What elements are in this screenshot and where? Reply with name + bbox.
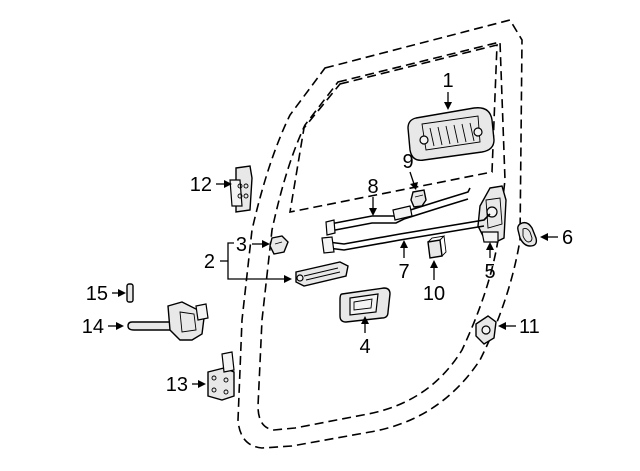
door-lock-assembly — [477, 185, 507, 243]
callout-12: 12 — [190, 174, 212, 196]
callout-2: 2 — [204, 251, 215, 273]
callout-15: 15 — [86, 283, 108, 305]
callout-4: 4 — [359, 336, 370, 358]
leader-lines — [108, 92, 558, 388]
upper-door-hinge — [229, 165, 253, 213]
callout-10: 10 — [423, 283, 445, 305]
lock-bracket — [427, 235, 447, 259]
handle-clip — [269, 235, 289, 255]
door-outline — [237, 19, 523, 449]
door-striker — [475, 315, 497, 345]
callout-11: 11 — [519, 316, 540, 338]
inside-handle-bezel — [339, 287, 391, 323]
callout-5: 5 — [484, 261, 495, 283]
lock-rod-upper — [325, 187, 471, 236]
callout-8: 8 — [367, 176, 378, 198]
callout-7: 7 — [398, 261, 409, 283]
inside-door-handle — [295, 261, 349, 287]
door-check-arm — [127, 301, 209, 341]
callout-3: 3 — [236, 234, 247, 256]
callout-14: 14 — [82, 316, 104, 338]
lower-door-hinge — [207, 351, 235, 401]
outside-door-handle — [407, 107, 495, 161]
callout-9: 9 — [402, 151, 413, 173]
hinge-pin — [126, 283, 134, 303]
grommet — [517, 221, 538, 247]
lock-rod-lower — [321, 213, 491, 254]
callout-1: 1 — [442, 70, 453, 92]
callout-6: 6 — [562, 227, 573, 249]
callout-13: 13 — [166, 374, 188, 396]
rod-clip — [410, 189, 427, 208]
callout-labels: 1 2 3 4 5 6 7 8 9 10 11 12 13 14 15 — [82, 70, 573, 396]
